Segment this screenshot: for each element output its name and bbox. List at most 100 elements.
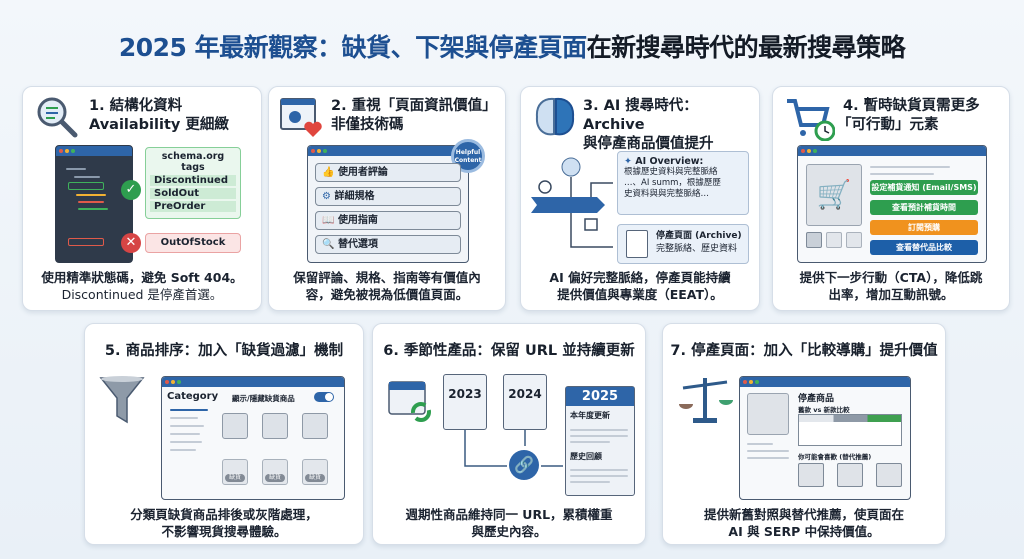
- card-description: 週期性商品維持同一 URL，累積權重與歷史內容。: [373, 506, 645, 540]
- card-title-line: 3. AI 搜尋時代：Archive: [583, 98, 698, 133]
- desc-line: AI 與 SERP 中保持價值。: [728, 524, 880, 539]
- title-part1: 2025 年最新觀察：缺貨、下架與停產頁面: [118, 33, 587, 62]
- gear-heart-icon: [280, 98, 322, 137]
- magnifier-code-icon: [37, 97, 78, 138]
- card-description: 使用精準狀態碼，避免 Soft 404。 Discontinued 是停產首選。: [23, 269, 261, 303]
- item-label: 詳細規格: [334, 191, 375, 202]
- card-description: 提供新舊對照與替代推薦，使頁面在 AI 與 SERP 中保持價值。: [663, 506, 945, 540]
- sparkle-icon: ✦: [624, 156, 632, 167]
- document-icon: [626, 230, 648, 258]
- card-oos-filter: 5. 商品排序：加入「缺貨過濾」機制 Category 顯示/隱藏缺貨商品 缺貨…: [84, 323, 364, 545]
- category-label: Category: [167, 391, 219, 402]
- current-update-label: 本年度更新: [570, 411, 610, 420]
- doc-2025: 2025 本年度更新 歷史回顧: [565, 386, 635, 496]
- ai-overview-line: …、AI summ，根據歷歷: [624, 178, 721, 188]
- desc-line: Discontinued 是停產首選。: [61, 287, 223, 302]
- x-icon: ✕: [121, 233, 141, 253]
- title-part2: 在新搜尋時代的最新搜尋策略: [586, 33, 906, 62]
- doc-2023: 2023: [443, 374, 487, 430]
- item-label: 使用指南: [337, 215, 378, 226]
- ai-overview-box: ✦ AI Overview: 根據歷史資料與完整脈絡…、AI summ，根據歷歷…: [617, 151, 749, 215]
- card-title-line: 非僅技術碼: [331, 117, 404, 133]
- search-icon: 🔍: [322, 239, 335, 250]
- preorder-button[interactable]: 訂閱預購: [870, 220, 978, 235]
- card-title: 1. 結構化資料 Availability 更細緻: [89, 97, 229, 135]
- card-title: 5. 商品排序：加入「缺貨過濾」機制: [104, 343, 344, 359]
- schema-header: schema.org tags: [161, 151, 225, 173]
- card-seasonal: 6. 季節性產品：保留 URL 並持續更新 2023 2024 🔗 2025 本…: [372, 323, 646, 545]
- compare-label: 舊款 vs 新款比較: [798, 406, 850, 414]
- year-label: 2023: [448, 387, 482, 401]
- show-hide-oos-toggle[interactable]: [314, 392, 334, 402]
- card-title-line: Availability 更細緻: [89, 117, 229, 133]
- archive-text: 完整脈絡、歷史資料: [656, 244, 738, 254]
- item-guide: 📖 使用指南: [315, 211, 461, 230]
- tag-discontinued: Discontinued: [150, 175, 236, 186]
- card-description: 分類頁缺貨商品排後或灰階處理，不影響現貨搜尋體驗。: [85, 506, 363, 540]
- card-title-line: 2. 重視「頁面資訊價值」: [331, 98, 497, 114]
- desc-line: 提供價值與專業度（EEAT）。: [557, 287, 723, 302]
- item-alternatives: 🔍 替代選項: [315, 235, 461, 254]
- desc-line: 容，避免被視為低價值頁面。: [305, 287, 469, 302]
- card-title-line: 1. 結構化資料: [89, 98, 183, 114]
- cart-clock-icon: [787, 99, 835, 141]
- oos-product-tile[interactable]: 缺貨: [262, 459, 288, 485]
- book-icon: 📖: [322, 215, 335, 226]
- timeline-flow-icon: [531, 157, 613, 248]
- card-compare-guide: 7. 停產頁面：加入「比較導購」提升價值 停產商品 舊款 vs 新款比較 你可能…: [662, 323, 946, 545]
- card-title-line: 與停產商品價值提升: [583, 136, 714, 152]
- desc-line: 提供下一步行動（CTA），降低跳: [799, 270, 983, 285]
- comparison-table: [798, 414, 902, 446]
- ai-overview-line: 根據歷史資料與完整脈絡: [624, 167, 718, 177]
- scale-icon: [679, 378, 733, 423]
- schema-tags-box: schema.org tags Discontinued SoldOut Pre…: [145, 147, 241, 219]
- flow-arrows: [464, 430, 563, 467]
- thumbs-up-icon: 👍: [322, 167, 335, 178]
- item-reviews: 👍 使用者評論: [315, 163, 461, 182]
- ai-overview-line: 史資料與與完整脈絡…: [624, 189, 710, 199]
- desc-line: 與歷史內容。: [471, 524, 547, 539]
- gear-icon: ⚙: [322, 191, 331, 202]
- product-label: 停產商品: [798, 394, 835, 404]
- desc-line: 使用精準狀態碼，避免 Soft 404。: [41, 270, 243, 285]
- card-title: 7. 停產頁面：加入「比較導購」提升價值: [670, 343, 938, 359]
- product-tile[interactable]: [262, 413, 288, 439]
- archive-box: 停產頁面 (Archive)完整脈絡、歷史資料: [617, 224, 749, 264]
- calendar-refresh-icon: [388, 381, 431, 422]
- tag-outofstock: OutOfStock: [145, 233, 241, 253]
- desc-line: AI 偏好完整脈絡，停產頁能持續: [549, 270, 731, 285]
- card-page-value: 2. 重視「頁面資訊價值」非僅技術碼 Helpful Content 👍 使用者…: [268, 86, 506, 311]
- oos-product-tile[interactable]: 缺貨: [302, 459, 328, 485]
- desc-line: 週期性商品維持同一 URL，累積權重: [405, 507, 613, 522]
- compare-alternatives-button[interactable]: 查看替代品比較: [870, 240, 978, 255]
- oos-tag: 缺貨: [305, 474, 325, 482]
- tag-soldout: SoldOut: [150, 188, 236, 199]
- oos-tag: 缺貨: [225, 474, 245, 482]
- card-title: 4. 暫時缺貨頁需更多「可行動」元素: [837, 97, 980, 135]
- brain-icon: [535, 97, 575, 136]
- oos-product-tile[interactable]: 缺貨: [222, 459, 248, 485]
- code-window: [55, 145, 133, 263]
- item-specs: ⚙ 詳細規格: [315, 187, 461, 206]
- toggle-label: 顯示/隱藏缺貨商品: [232, 394, 295, 403]
- restock-notify-button[interactable]: 設定補貨通知 (Email/SMS): [870, 180, 978, 195]
- desc-line: 保留評論、規格、指南等有價值內: [293, 270, 481, 285]
- restock-eta-button[interactable]: 查看預計補貨時間: [870, 200, 978, 215]
- desc-line: 提供新舊對照與替代推薦，使頁面在: [703, 507, 904, 522]
- card-title-line: 「可行動」元素: [837, 117, 939, 133]
- card-title-line: 4. 暫時缺貨頁需更多: [843, 98, 980, 114]
- product-image-cart: 🛒: [806, 164, 862, 226]
- card-title: 3. AI 搜尋時代：Archive 與停產商品價值提升: [583, 97, 759, 154]
- desc-line: 分類頁缺貨商品排後或灰階處理，: [130, 507, 318, 522]
- card-description: 提供下一步行動（CTA），降低跳出率，增加互動訊號。: [773, 269, 1009, 303]
- history-label: 歷史回顧: [570, 452, 602, 461]
- product-tile[interactable]: [302, 413, 328, 439]
- funnel-icon: [99, 376, 145, 424]
- card-title: 2. 重視「頁面資訊價值」非僅技術碼: [331, 97, 497, 135]
- card-description: 保留評論、規格、指南等有價值內容，避免被視為低價值頁面。: [269, 269, 505, 303]
- product-tile[interactable]: [222, 413, 248, 439]
- product-window: 🛒 設定補貨通知 (Email/SMS) 查看預計補貨時間 訂閱預購 查看替代品…: [797, 145, 987, 263]
- year-label: 2025: [566, 387, 634, 406]
- link-icon: 🔗: [509, 450, 539, 480]
